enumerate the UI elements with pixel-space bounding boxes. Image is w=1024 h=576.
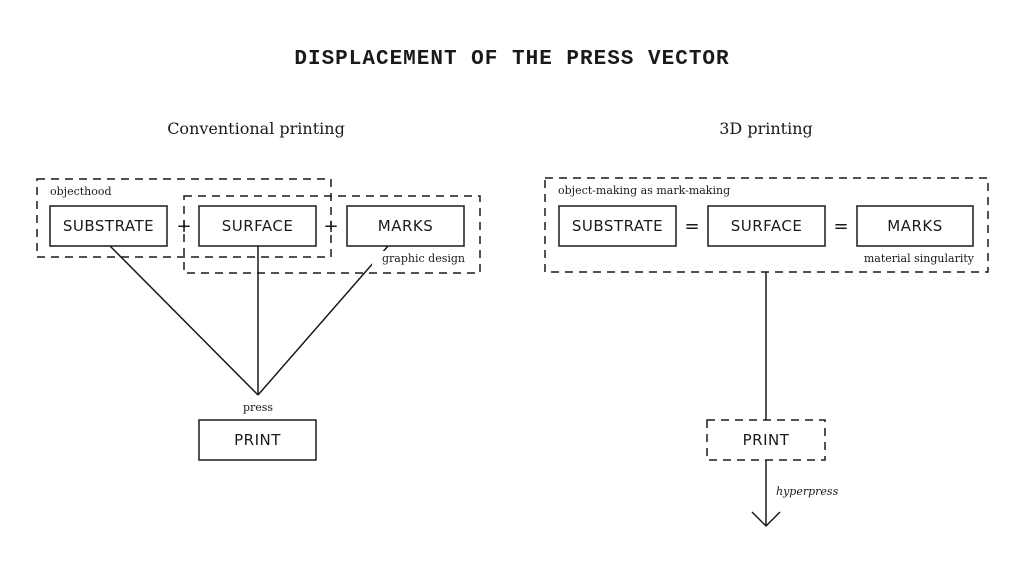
substrate-label: SUBSTRATE [63,217,154,235]
print-box [198,419,317,461]
surface-label: SURFACE [222,217,294,235]
object-making-label: object-making as mark-making [558,184,730,197]
marks-box [856,205,974,247]
graphic-design-group [183,195,481,274]
conventional-heading: Conventional printing [167,119,345,138]
print-label: PRINT [234,431,281,449]
objecthood-label: objecthood [50,185,112,198]
hyperpress-label: hyperpress [776,485,839,498]
equals-operator: = [684,216,699,237]
surface-box [198,205,317,247]
equals-operator: = [833,216,848,237]
substrate-press-line [109,245,259,396]
marks-box [346,205,465,247]
material-singularity-label: material singularity [864,252,975,265]
substrate-box [49,205,168,247]
substrate-box [558,205,677,247]
substrate-label: SUBSTRATE [572,217,663,235]
conventional-printing-panel: Conventional printing objecthood graphic… [36,119,481,461]
surface-box [707,205,826,247]
marks-label: MARKS [887,217,942,235]
graphic-design-label: graphic design [382,252,465,265]
press-label: press [243,401,273,414]
objecthood-group [36,178,332,258]
marks-label: MARKS [378,217,433,235]
diagram-title: DISPLACEMENT OF THE PRESS VECTOR [294,48,729,71]
print-label: PRINT [743,431,790,449]
3d-heading: 3D printing [719,119,813,138]
marks-press-line [257,245,389,396]
plus-operator: + [176,216,191,237]
plus-operator: + [323,216,338,237]
arrow-down-icon [751,511,781,528]
surface-label: SURFACE [731,217,803,235]
3d-printing-panel: 3D printing object-making as mark-making… [544,119,989,528]
